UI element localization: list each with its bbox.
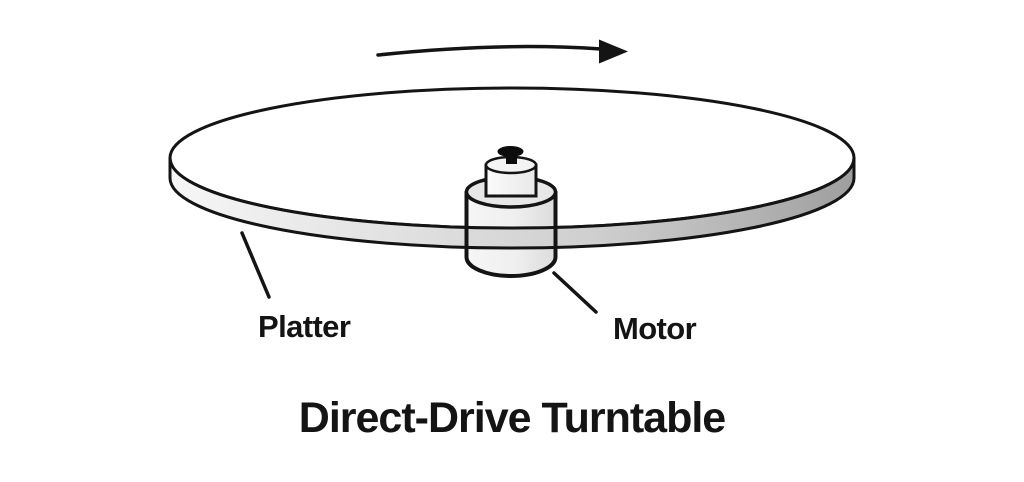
rotation-arrow-icon	[376, 39, 628, 64]
platter-leader-line	[240, 231, 271, 299]
diagram-title: Direct-Drive Turntable	[298, 394, 726, 442]
motor-leader-line	[552, 271, 598, 314]
platter-label: Platter	[258, 309, 351, 344]
motor-edge-lines	[464, 207, 558, 257]
motor-label: Motor	[613, 311, 697, 346]
spindle-cap-icon	[497, 146, 524, 164]
platter-rim	[168, 156, 856, 250]
motor-spindle	[484, 146, 538, 198]
